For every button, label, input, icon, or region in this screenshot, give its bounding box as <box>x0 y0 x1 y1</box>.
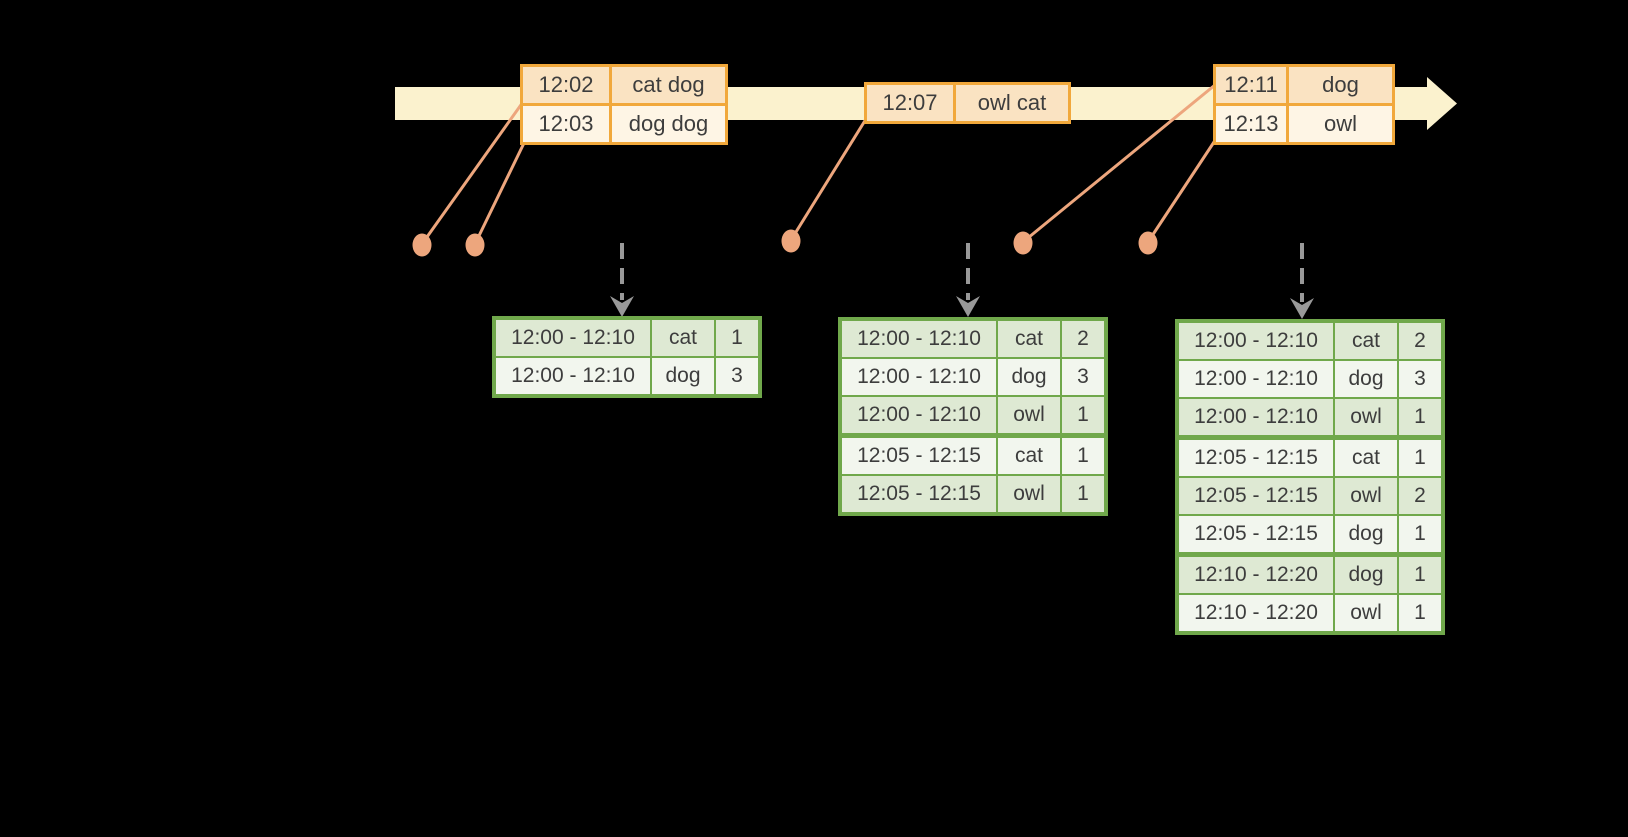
window-cell: 12:00 - 12:10 <box>839 395 998 438</box>
word-cell: cat <box>1333 320 1399 361</box>
window-cell: 12:05 - 12:15 <box>1176 476 1335 516</box>
count-cell: 3 <box>1397 359 1444 399</box>
count-cell: 1 <box>1060 395 1107 438</box>
table-row: 12:00 - 12:10 owl 1 <box>1176 397 1444 440</box>
word-cell: owl <box>996 474 1062 515</box>
window-cell: 12:00 - 12:10 <box>1176 397 1335 440</box>
event-connector-line <box>789 118 868 241</box>
trigger-arrow-icon <box>610 243 634 317</box>
window-cell: 12:05 - 12:15 <box>1176 514 1335 557</box>
table-row: 12:03 dog dog <box>520 103 728 145</box>
result-table-3: 12:00 - 12:10 cat 2 12:00 - 12:10 dog 3 … <box>1175 319 1445 635</box>
window-cell: 12:00 - 12:10 <box>1176 359 1335 399</box>
window-cell: 12:00 - 12:10 <box>493 356 652 397</box>
table-row: 12:00 - 12:10 cat 2 <box>839 318 1107 359</box>
word-cell: dog <box>1333 359 1399 399</box>
count-cell: 1 <box>1397 514 1444 557</box>
count-cell: 1 <box>1060 434 1107 476</box>
count-cell: 2 <box>1060 318 1107 359</box>
window-cell: 12:10 - 12:20 <box>1176 593 1335 634</box>
table-row: 12:05 - 12:15 owl 2 <box>1176 476 1444 516</box>
table-row: 12:00 - 12:10 dog 3 <box>493 356 761 397</box>
event-words-cell: dog dog <box>609 103 728 145</box>
event-marker-dot <box>465 233 485 257</box>
table-row: 12:00 - 12:10 dog 3 <box>839 357 1107 397</box>
table-row: 12:13 owl <box>1213 103 1395 145</box>
word-cell: owl <box>1333 593 1399 634</box>
window-cell: 12:00 - 12:10 <box>839 318 998 359</box>
count-cell: 1 <box>1060 474 1107 515</box>
table-row: 12:02 cat dog <box>520 64 728 106</box>
result-table-2: 12:00 - 12:10 cat 2 12:00 - 12:10 dog 3 … <box>838 317 1108 516</box>
word-cell: cat <box>650 317 716 358</box>
event-time-cell: 12:03 <box>520 103 612 145</box>
event-connector-line <box>1146 138 1218 243</box>
event-box-1: 12:02 cat dog 12:03 dog dog <box>520 64 728 145</box>
event-words-cell: owl cat <box>953 82 1071 124</box>
word-cell: dog <box>1333 514 1399 557</box>
table-row: 12:05 - 12:15 owl 1 <box>839 474 1107 515</box>
count-cell: 1 <box>714 317 761 358</box>
count-cell: 1 <box>1397 593 1444 634</box>
window-cell: 12:05 - 12:15 <box>1176 436 1335 478</box>
table-row: 12:05 - 12:15 dog 1 <box>1176 514 1444 557</box>
table-row: 12:10 - 12:20 dog 1 <box>1176 553 1444 595</box>
word-cell: cat <box>1333 436 1399 478</box>
window-cell: 12:05 - 12:15 <box>839 434 998 476</box>
window-cell: 12:00 - 12:10 <box>1176 320 1335 361</box>
word-cell: dog <box>650 356 716 397</box>
count-cell: 3 <box>714 356 761 397</box>
event-connector-line <box>1022 83 1216 244</box>
event-marker-dot <box>781 229 801 253</box>
event-marker-dot <box>412 233 432 257</box>
window-cell: 12:00 - 12:10 <box>839 357 998 397</box>
word-cell: cat <box>996 318 1062 359</box>
count-cell: 3 <box>1060 357 1107 397</box>
count-cell: 2 <box>1397 476 1444 516</box>
trigger-arrow-icon <box>956 243 980 317</box>
word-cell: owl <box>996 395 1062 438</box>
event-words-cell: cat dog <box>609 64 728 106</box>
table-row: 12:11 dog <box>1213 64 1395 106</box>
event-connector-line <box>420 101 525 245</box>
event-words-cell: owl <box>1286 103 1395 145</box>
event-time-cell: 12:11 <box>1213 64 1289 106</box>
word-cell: dog <box>996 357 1062 397</box>
event-marker-dot <box>1013 231 1033 255</box>
count-cell: 1 <box>1397 397 1444 440</box>
event-marker-dot <box>1138 231 1158 255</box>
event-time-cell: 12:07 <box>864 82 956 124</box>
table-row: 12:00 - 12:10 dog 3 <box>1176 359 1444 399</box>
count-cell: 1 <box>1397 436 1444 478</box>
event-words-cell: dog <box>1286 64 1395 106</box>
trigger-arrow-icon <box>1290 243 1314 319</box>
event-time-cell: 12:02 <box>520 64 612 106</box>
window-cell: 12:00 - 12:10 <box>493 317 652 358</box>
table-row: 12:05 - 12:15 cat 1 <box>839 434 1107 476</box>
event-box-3: 12:11 dog 12:13 owl <box>1213 64 1395 145</box>
window-cell: 12:05 - 12:15 <box>839 474 998 515</box>
count-cell: 2 <box>1397 320 1444 361</box>
word-cell: owl <box>1333 397 1399 440</box>
table-row: 12:07 owl cat <box>864 82 1071 124</box>
event-time-cell: 12:13 <box>1213 103 1289 145</box>
table-row: 12:00 - 12:10 cat 1 <box>493 317 761 358</box>
window-cell: 12:10 - 12:20 <box>1176 553 1335 595</box>
table-row: 12:10 - 12:20 owl 1 <box>1176 593 1444 634</box>
count-cell: 1 <box>1397 553 1444 595</box>
event-connector-line <box>473 140 527 245</box>
word-cell: dog <box>1333 553 1399 595</box>
word-cell: owl <box>1333 476 1399 516</box>
event-box-2: 12:07 owl cat <box>864 82 1071 124</box>
word-cell: cat <box>996 434 1062 476</box>
result-table-1: 12:00 - 12:10 cat 1 12:00 - 12:10 dog 3 <box>492 316 762 398</box>
table-row: 12:00 - 12:10 owl 1 <box>839 395 1107 438</box>
table-row: 12:05 - 12:15 cat 1 <box>1176 436 1444 478</box>
table-row: 12:00 - 12:10 cat 2 <box>1176 320 1444 361</box>
